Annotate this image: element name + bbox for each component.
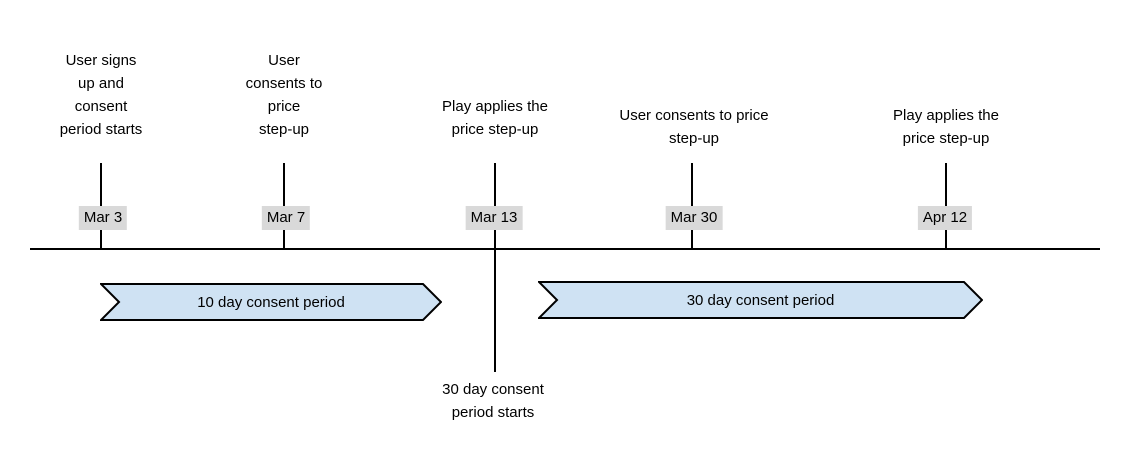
event-date-badge-mar3: Mar 3 bbox=[78, 206, 128, 230]
event-description-mar7: User consents to price step-up bbox=[245, 52, 323, 138]
consent-period-banner-30day: 30 day consent period bbox=[538, 281, 983, 319]
banner-arrow-shape bbox=[538, 281, 983, 319]
consent-period-label-10day: 10 day consent period bbox=[197, 293, 345, 311]
event-description-apr12: Play applies the price step-up bbox=[893, 107, 999, 147]
event-description-mar30: User consents to price step-up bbox=[619, 107, 769, 147]
event-date-badge-mar13: Mar 13 bbox=[465, 206, 523, 230]
event-date-badge-mar30: Mar 30 bbox=[665, 206, 723, 230]
event-date-badge-mar7: Mar 7 bbox=[261, 206, 311, 230]
annotation-connector-line bbox=[494, 250, 496, 372]
timeline-axis bbox=[30, 248, 1100, 250]
event-description-mar13: Play applies the price step-up bbox=[442, 98, 548, 138]
banner-arrow-shape bbox=[100, 283, 442, 321]
annotation-30day-period-starts: 30 day consent period starts bbox=[442, 381, 544, 421]
consent-period-banner-10day: 10 day consent period bbox=[100, 283, 442, 321]
event-description-mar3: User signs up and consent period starts bbox=[59, 52, 143, 138]
consent-period-label-30day: 30 day consent period bbox=[686, 291, 835, 309]
event-date-badge-apr12: Apr 12 bbox=[917, 206, 973, 230]
